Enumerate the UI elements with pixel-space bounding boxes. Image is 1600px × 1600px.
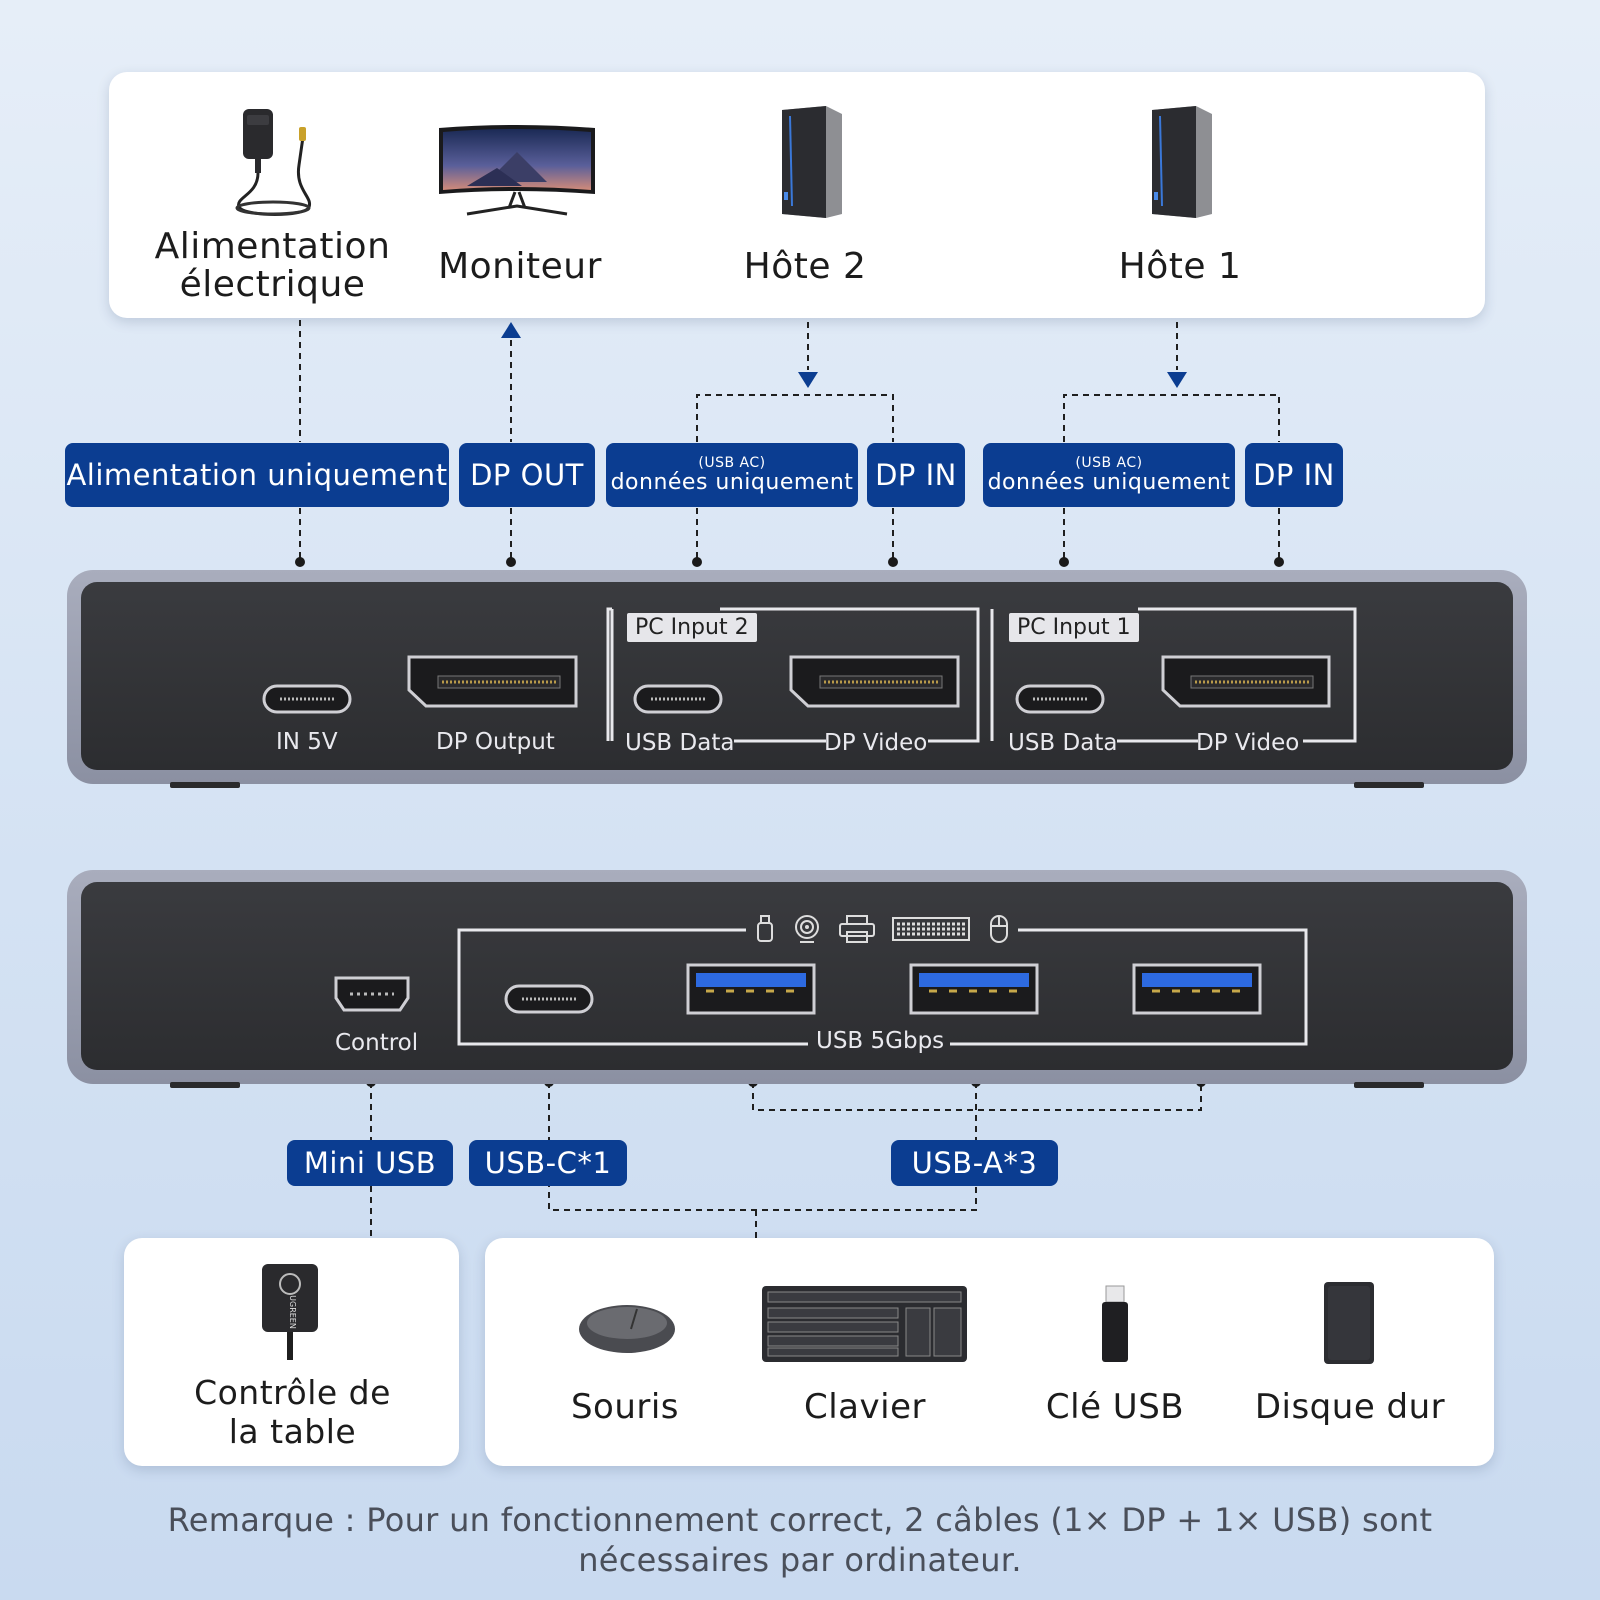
power-label: Alimentation électrique [154, 226, 391, 305]
dp-video-label: DP Video [824, 730, 928, 756]
mouse-label: Souris [570, 1387, 680, 1427]
desk-control-label: Contrôle de la table [194, 1373, 391, 1451]
badge-dp-in-2: DP IN [867, 443, 965, 507]
hard-drive-label: Disque dur [1254, 1387, 1446, 1427]
hard-drive-icon [1322, 1280, 1376, 1366]
webcam-icon [792, 914, 822, 944]
usb-stick-label: Clé USB [1045, 1387, 1185, 1427]
in5v-label: IN 5V [276, 729, 338, 755]
usb-stick-icon [1100, 1284, 1130, 1364]
power-adapter-icon [225, 105, 325, 220]
pc-tower-icon [770, 106, 844, 218]
usb-data-label: USB Data [625, 730, 735, 756]
footnote-line-1: Remarque : Pour un fonctionnement correc… [167, 1501, 1433, 1539]
usb-speed-label: USB 5Gbps [816, 1028, 945, 1054]
badge-usb-main: données uniquement [610, 469, 854, 495]
badge-dp-out: DP OUT [459, 443, 595, 507]
badge-usb-small: (USB AC) [698, 455, 766, 472]
footnote: Remarque : Pour un fonctionnement correc… [0, 1500, 1600, 1580]
badge-dp-in-1: DP IN [1245, 443, 1343, 507]
desk-controller-icon: UGREEN [260, 1262, 320, 1362]
usb-data-label: USB Data [1008, 730, 1118, 756]
host2-label: Hôte 2 [743, 246, 867, 287]
pc-input-2-tag: PC Input 2 [627, 613, 757, 642]
mouse-icon [989, 914, 1009, 944]
badge-usb-small: (USB AC) [1075, 455, 1143, 472]
printer-icon [838, 914, 876, 944]
usb-stick-icon [756, 914, 774, 944]
keyboard-label: Clavier [804, 1387, 926, 1427]
mouse-icon [577, 1299, 677, 1357]
badge-usb-main: données uniquement [987, 469, 1231, 495]
pc-input-1-tag: PC Input 1 [1009, 613, 1139, 642]
monitor-icon [437, 124, 597, 218]
dp-output-label: DP Output [436, 729, 555, 755]
footnote-line-2: nécessaires par ordinateur. [578, 1541, 1022, 1579]
keyboard-icon [892, 917, 970, 941]
badge-usb-a: USB-A*3 [891, 1140, 1058, 1186]
pc-tower-icon [1140, 106, 1214, 218]
badge-power-only: Alimentation uniquement [65, 443, 449, 507]
badge-usb-data-2: (USB AC) données uniquement [606, 443, 858, 507]
keyboard-icon [762, 1286, 967, 1362]
badge-usb-data-1: (USB AC) données uniquement [983, 443, 1235, 507]
svg-text:UGREEN: UGREEN [288, 1295, 297, 1329]
host1-label: Hôte 1 [1118, 246, 1242, 287]
badge-mini-usb: Mini USB [287, 1140, 453, 1186]
badge-usb-c: USB-C*1 [469, 1140, 627, 1186]
monitor-label: Moniteur [438, 246, 602, 287]
dp-video-label: DP Video [1196, 730, 1300, 756]
control-port-label: Control [335, 1030, 419, 1056]
